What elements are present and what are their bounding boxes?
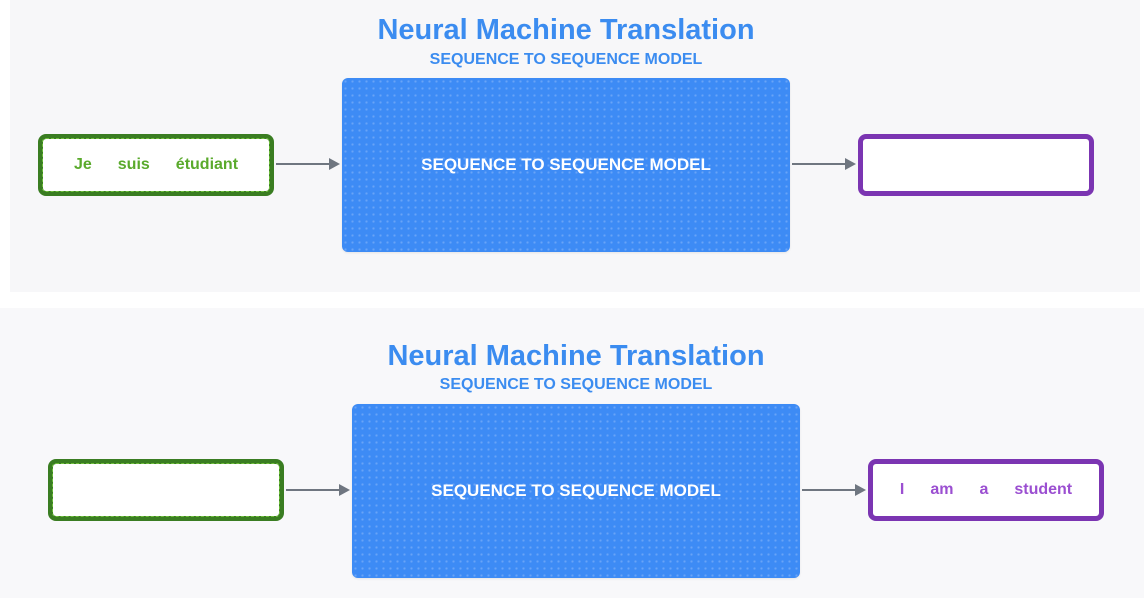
arrow-input-to-model: [286, 484, 350, 496]
arrow-model-to-output: [792, 158, 856, 170]
arrow-input-to-model: [276, 158, 340, 170]
sequence-token: I: [899, 481, 905, 498]
output-sequence-box: [858, 134, 1094, 196]
sequence-token: a: [979, 481, 989, 498]
sequence-token: suis: [117, 156, 150, 173]
arrow-model-to-output: [802, 484, 866, 496]
diagram-subtitle: SEQUENCE TO SEQUENCE MODEL: [429, 51, 703, 68]
diagram-title: Neural Machine Translation: [377, 14, 755, 46]
sequence-token: student: [1014, 481, 1073, 498]
input-sequence-box: [48, 459, 284, 521]
diagram-subtitle: SEQUENCE TO SEQUENCE MODEL: [439, 376, 713, 393]
sequence-token: étudiant: [175, 156, 239, 173]
model-label: SEQUENCE TO SEQUENCE MODEL: [421, 155, 711, 174]
seq2seq-model-box: SEQUENCE TO SEQUENCE MODEL: [352, 404, 800, 578]
input-sequence-box: Je suis étudiant: [38, 134, 274, 196]
diagram-title: Neural Machine Translation: [387, 340, 765, 372]
sequence-token: Je: [73, 156, 92, 173]
seq2seq-model-box: SEQUENCE TO SEQUENCE MODEL: [342, 78, 790, 252]
model-label: SEQUENCE TO SEQUENCE MODEL: [431, 481, 721, 500]
sequence-token: am: [930, 481, 954, 498]
